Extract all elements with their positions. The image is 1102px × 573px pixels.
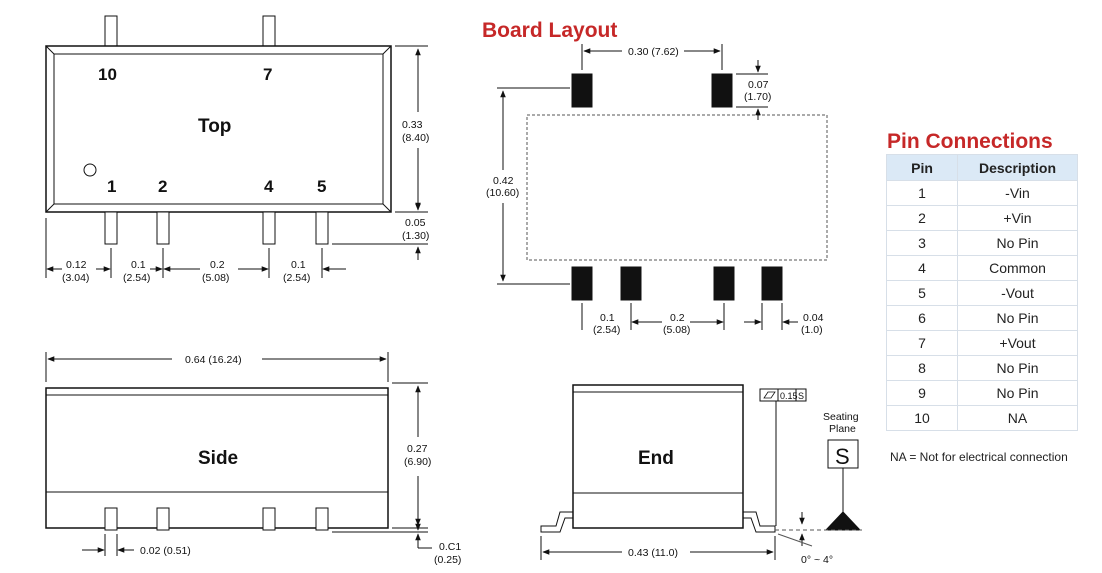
desc-cell: -Vout xyxy=(957,280,1078,306)
top-pinlen-in: 0.05 xyxy=(405,217,426,229)
top-pitch1-mm: (2.54) xyxy=(123,272,150,284)
end-view xyxy=(540,384,862,560)
top-pitch2-mm: (5.08) xyxy=(202,272,229,284)
desc-cell: No Pin xyxy=(957,380,1078,406)
seating-plane-line1: Seating xyxy=(823,411,859,423)
top-offset-in: 0.12 xyxy=(66,259,87,271)
pin-cell: 4 xyxy=(886,255,958,281)
pin-label-7: 7 xyxy=(263,65,272,84)
pin-connections-title: Pin Connections xyxy=(887,130,1053,153)
top-offset-mm: (3.04) xyxy=(62,272,89,284)
table-row: 5-Vout xyxy=(886,280,1078,306)
top-pinlen-mm: (1.30) xyxy=(402,230,429,242)
board-pitch2-in: 0.2 xyxy=(670,312,685,324)
desc-cell: +Vout xyxy=(957,330,1078,356)
board-pitch1-mm: (2.54) xyxy=(593,324,620,336)
coplanarity-datum: S xyxy=(798,391,804,401)
side-pin-width: 0.02 (0.51) xyxy=(140,545,191,557)
desc-cell: No Pin xyxy=(957,230,1078,256)
side-view xyxy=(45,352,432,556)
pin1-marker xyxy=(83,163,97,177)
pin-cell: 5 xyxy=(886,280,958,306)
board-padw-in: 0.04 xyxy=(803,312,824,324)
top-pitch3-in: 0.1 xyxy=(291,259,306,271)
side-height-mm: (6.90) xyxy=(404,456,431,468)
table-header-row: Pin Description xyxy=(886,154,1078,181)
pin-cell: 1 xyxy=(886,180,958,206)
table-row: 1-Vin xyxy=(886,180,1078,206)
table-row: 2+Vin xyxy=(886,205,1078,231)
top-view-label: Top xyxy=(198,116,231,137)
pin-label-4: 4 xyxy=(264,177,274,196)
board-rowsep-in: 0.42 xyxy=(493,175,514,187)
pin-cell: 8 xyxy=(886,355,958,381)
desc-cell: +Vin xyxy=(957,205,1078,231)
side-standoff-in: 0.C1 xyxy=(439,541,461,553)
side-length: 0.64 (16.24) xyxy=(185,354,242,366)
header-pin: Pin xyxy=(886,154,958,181)
table-row: 7+Vout xyxy=(886,330,1078,356)
top-height-mm: (8.40) xyxy=(402,132,429,144)
pin-label-1: 1 xyxy=(107,177,116,196)
top-view xyxy=(45,15,428,278)
end-angle: 0° ~ 4° xyxy=(801,554,833,566)
pin-label-5: 5 xyxy=(317,177,326,196)
board-padw-mm: (1.0) xyxy=(801,324,823,336)
pin-label-10: 10 xyxy=(98,65,117,84)
top-pitch1-in: 0.1 xyxy=(131,259,146,271)
pin-cell: 3 xyxy=(886,230,958,256)
board-pitch2-mm: (5.08) xyxy=(663,324,690,336)
side-view-label: Side xyxy=(198,448,238,469)
pin-label-2: 2 xyxy=(158,177,167,196)
top-pitch3-mm: (2.54) xyxy=(283,272,310,284)
pin-cell: 7 xyxy=(886,330,958,356)
pin-cell: 6 xyxy=(886,305,958,331)
pin-cell: 10 xyxy=(886,405,958,431)
datum-s-box: S xyxy=(835,444,850,469)
board-top-pitch: 0.30 (7.62) xyxy=(628,46,679,58)
desc-cell: No Pin xyxy=(957,355,1078,381)
board-pitch1-in: 0.1 xyxy=(600,312,615,324)
na-footnote: NA = Not for electrical connection xyxy=(890,450,1068,464)
side-standoff-mm: (0.25) xyxy=(434,554,461,566)
desc-cell: Common xyxy=(957,255,1078,281)
board-padlen-in: 0.07 xyxy=(748,79,769,91)
pin-cell: 9 xyxy=(886,380,958,406)
side-height-in: 0.27 xyxy=(407,443,428,455)
board-layout xyxy=(497,44,828,330)
top-height-in: 0.33 xyxy=(402,119,423,131)
header-description: Description xyxy=(957,154,1078,181)
board-layout-title: Board Layout xyxy=(482,19,618,42)
board-padlen-mm: (1.70) xyxy=(744,91,771,103)
desc-cell: No Pin xyxy=(957,305,1078,331)
desc-cell: NA xyxy=(957,405,1078,431)
seating-plane-line2: Plane xyxy=(829,423,856,435)
top-pitch2-in: 0.2 xyxy=(210,259,225,271)
pin-cell: 2 xyxy=(886,205,958,231)
desc-cell: -Vin xyxy=(957,180,1078,206)
end-width: 0.43 (11.0) xyxy=(628,547,678,559)
coplanarity-value: 0.15 xyxy=(780,391,798,401)
end-view-label: End xyxy=(638,448,674,469)
board-rowsep-mm: (10.60) xyxy=(486,187,519,199)
